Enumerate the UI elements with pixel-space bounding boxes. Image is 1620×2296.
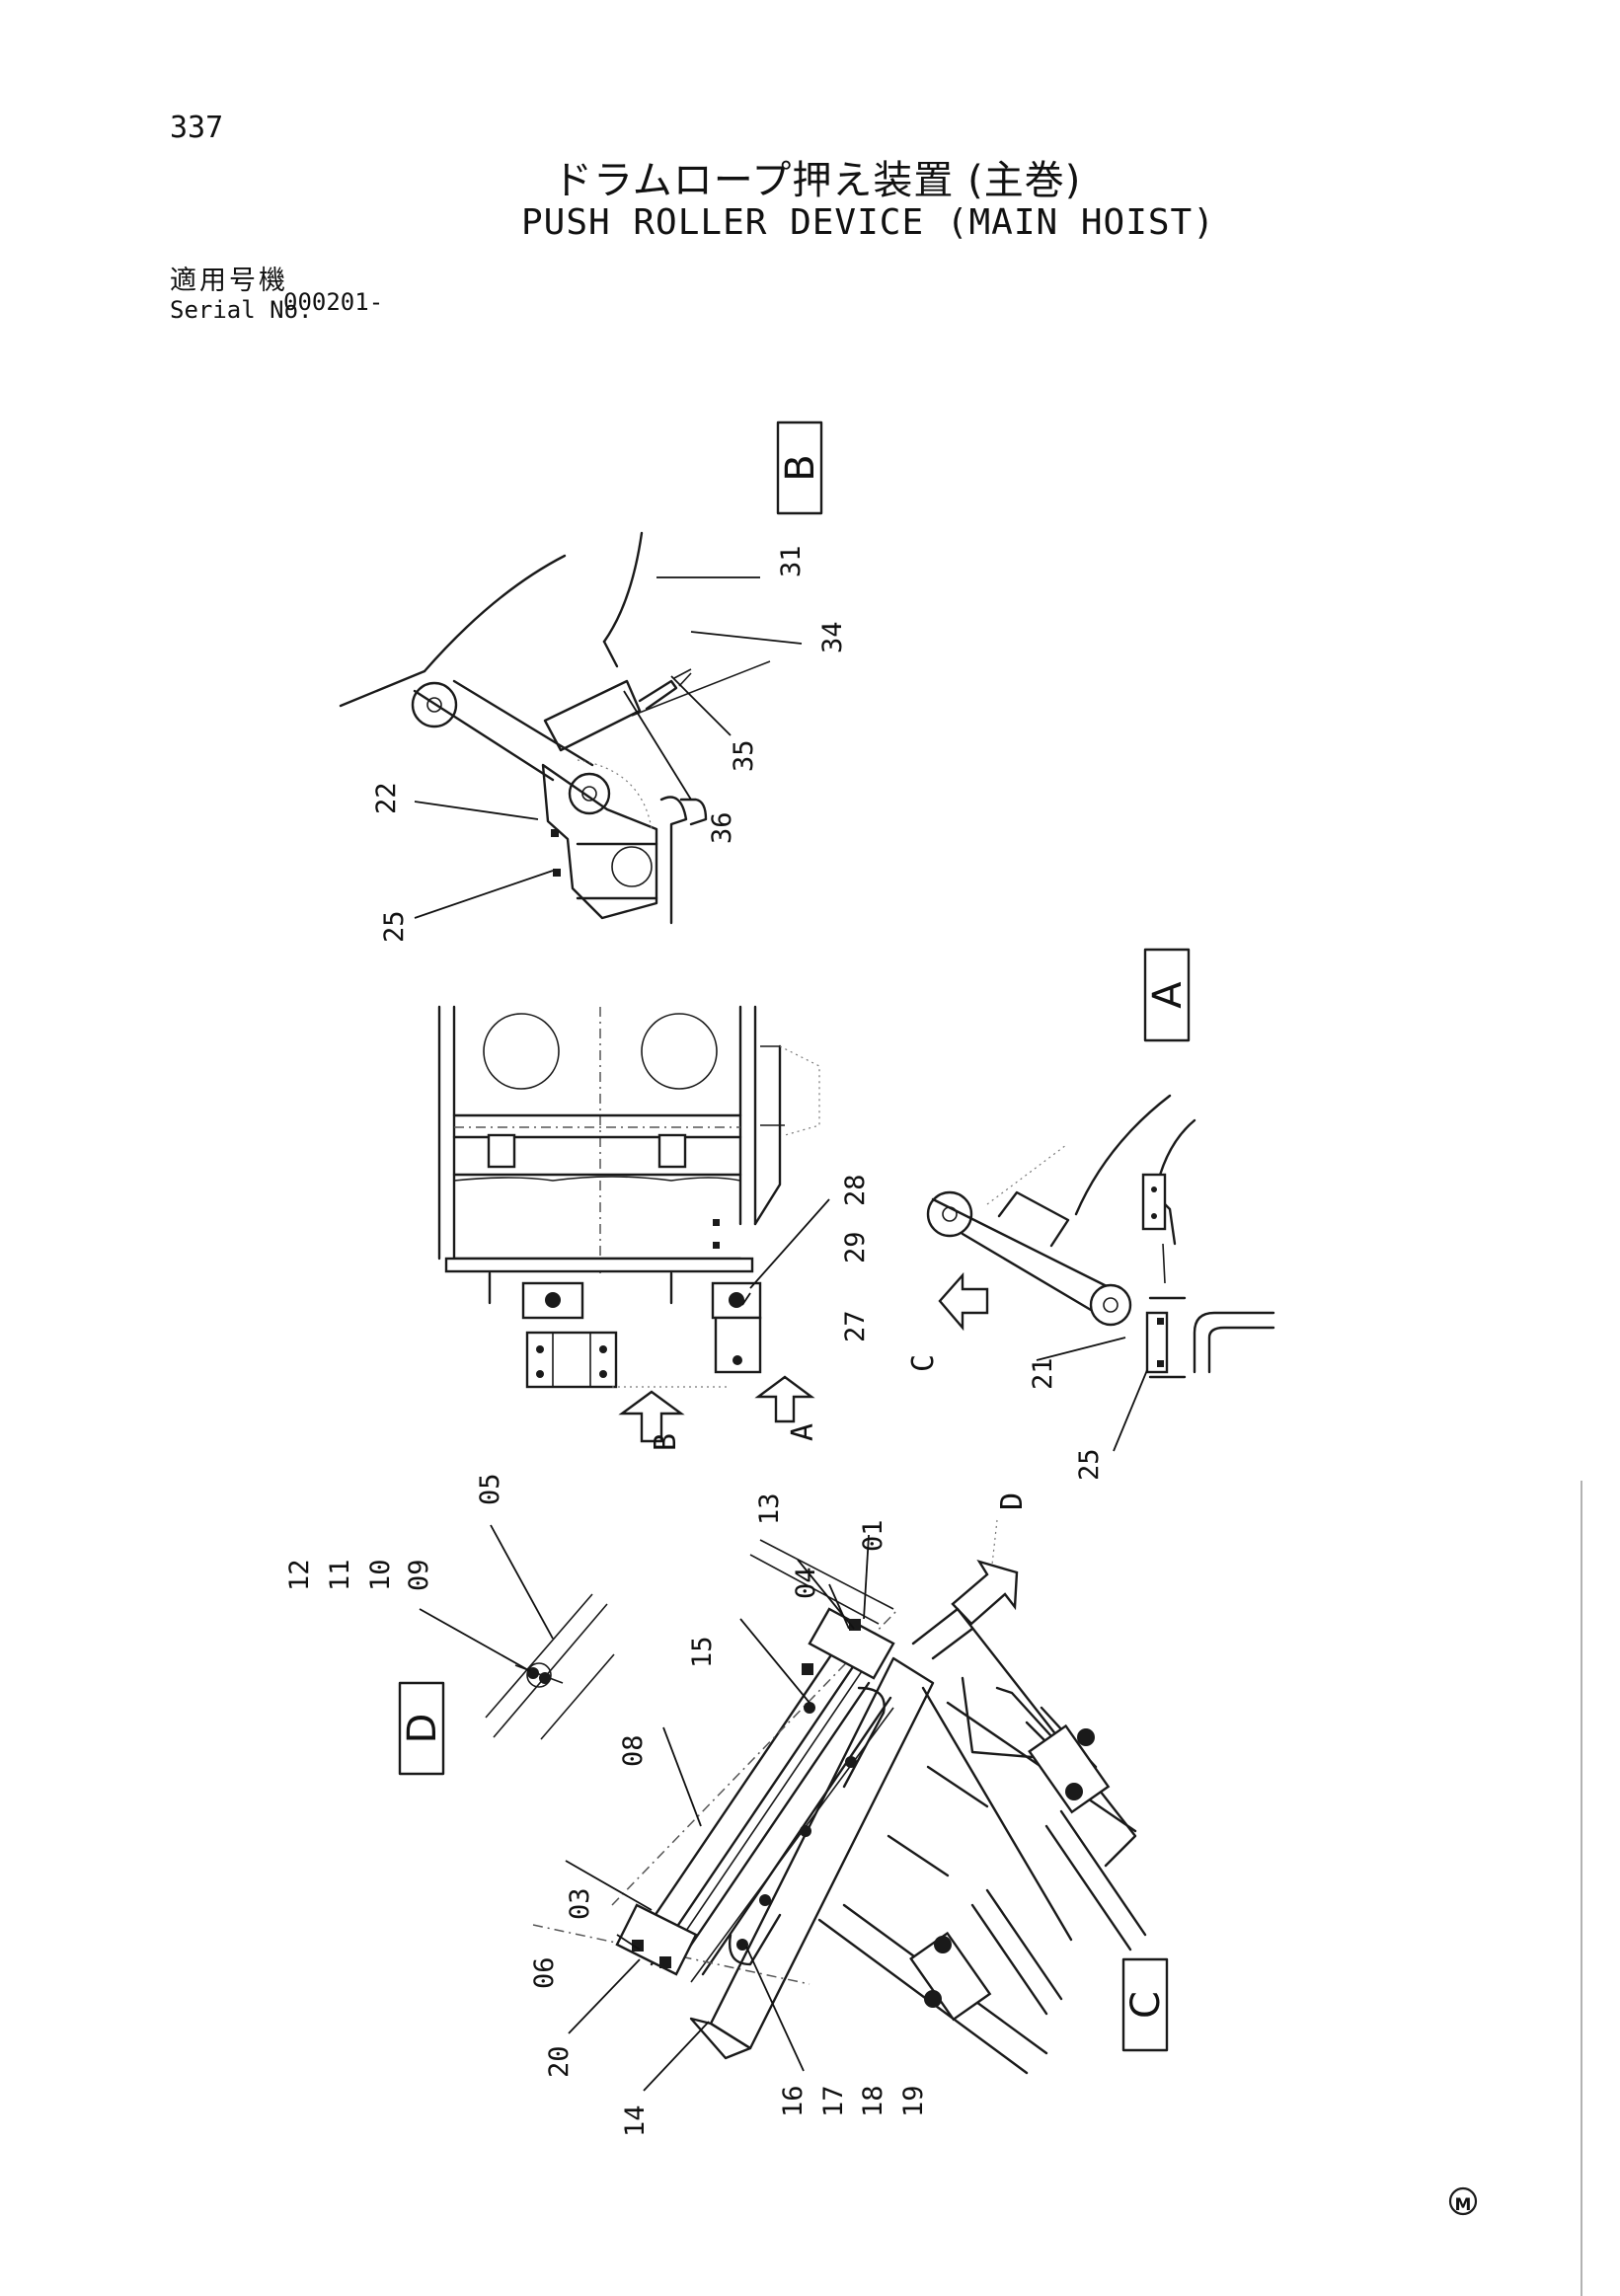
view-b-drawing (339, 531, 771, 925)
part-label-31: 31 (776, 545, 807, 577)
part-label-11: 11 (325, 1559, 355, 1591)
part-label-36: 36 (707, 811, 737, 844)
part-label-08: 08 (618, 1734, 649, 1767)
leader-lines (414, 576, 1148, 2092)
arrow-label-c: C (906, 1354, 941, 1372)
part-label-27: 27 (840, 1310, 871, 1342)
view-label-c: C (1121, 1957, 1169, 2052)
arrow-label-d: D (995, 1492, 1030, 1510)
title-japanese: ドラムロープ押え装置 (主巻) (553, 158, 1082, 203)
part-label-19: 19 (898, 2085, 929, 2117)
part-label-09: 09 (404, 1559, 434, 1591)
part-label-10: 10 (365, 1559, 396, 1591)
view-label-d: D (398, 1681, 445, 1776)
part-label-17: 17 (818, 2085, 849, 2117)
view-arrows-c-d (938, 1271, 1019, 1626)
part-label-25-view-a: 25 (1074, 1448, 1105, 1481)
part-label-04: 04 (791, 1567, 821, 1599)
part-label-29: 29 (840, 1231, 871, 1263)
part-label-16: 16 (778, 2085, 809, 2117)
part-label-15: 15 (687, 1636, 718, 1668)
part-label-28: 28 (840, 1174, 871, 1206)
view-c-label: C (1123, 1991, 1169, 2019)
view-c-drawing (532, 1539, 1147, 2075)
arrow-label-a: A (786, 1423, 820, 1441)
part-label-03: 03 (565, 1887, 595, 1920)
part-label-13: 13 (754, 1492, 785, 1525)
part-label-34: 34 (817, 621, 848, 653)
part-label-25-view-b: 25 (379, 910, 410, 943)
serial-label-english: Serial No. (170, 296, 313, 324)
part-label-21: 21 (1028, 1357, 1058, 1390)
view-a-label: A (1145, 981, 1191, 1009)
footer-mark-letter: M (1455, 2195, 1472, 2215)
view-d-drawing (485, 1593, 615, 1740)
serial-number-value: 000201- (283, 288, 384, 316)
view-d-label: D (400, 1714, 445, 1744)
part-label-35: 35 (729, 739, 759, 772)
part-label-20: 20 (544, 2045, 575, 2078)
view-a-drawing (926, 1094, 1275, 1379)
arrow-label-b: B (649, 1433, 683, 1451)
part-label-22: 22 (371, 782, 402, 814)
part-label-18: 18 (858, 2085, 888, 2117)
view-label-a: A (1143, 948, 1191, 1042)
center-top-view-drawing (437, 1005, 820, 1389)
part-number-labels: 31 34 35 36 22 25 28 29 27 21 25 05 12 1… (284, 545, 1105, 2137)
part-label-01: 01 (858, 1519, 888, 1552)
page-number: 337 (170, 111, 224, 145)
part-label-14: 14 (620, 2105, 651, 2137)
title-english: PUSH ROLLER DEVICE (MAIN HOIST) (521, 202, 1215, 243)
view-label-b: B (776, 421, 823, 515)
part-label-06: 06 (529, 1956, 560, 1989)
view-arrows-b-a (618, 1375, 815, 1443)
part-label-05: 05 (475, 1473, 505, 1505)
footer-mark: M (1448, 2186, 1478, 2216)
part-label-12: 12 (284, 1559, 315, 1591)
serial-label-japanese: 適用号機 (170, 266, 288, 296)
view-b-label: B (778, 454, 823, 481)
